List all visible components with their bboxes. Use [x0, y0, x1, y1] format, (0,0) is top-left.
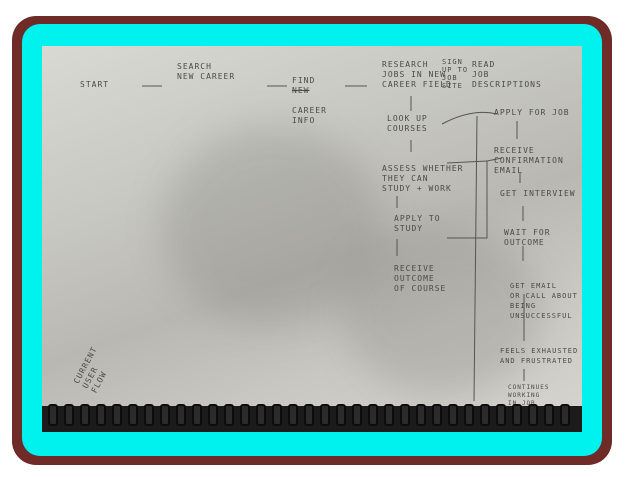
node-start: START	[80, 80, 110, 89]
node-look-up-courses: LOOK UP COURSES	[387, 114, 428, 133]
node-assess-study-work: ASSESS WHETHER THEY CAN STUDY + WORK	[382, 164, 464, 193]
node-wait-for-outcome: WAIT FOR OUTCOME	[504, 228, 551, 247]
node-receive-confirmation-email: RECEIVE CONFIRMATION EMAIL	[494, 146, 564, 175]
node-get-email-unsuccessful: GET EMAIL OR CALL ABOUT BEING UNSUCCESSF…	[510, 282, 578, 320]
node-read-job-descriptions: READ JOB DESCRIPTIONS	[472, 60, 542, 89]
node-apply-to-study: APPLY TO STUDY	[394, 214, 441, 233]
node-research-jobs: RESEARCH JOBS IN NEW CAREER FIELD	[382, 60, 452, 89]
notebook-spiral	[42, 404, 582, 432]
notebook-photo: START SEARCH NEW CAREER FIND NEW CAREER …	[42, 46, 582, 432]
node-find-career-info: FIND NEW CAREER INFO	[292, 66, 327, 126]
node-search-new-career: SEARCH NEW CAREER	[177, 62, 236, 81]
node-apply-for-job: APPLY FOR JOB	[494, 108, 570, 117]
find-info-struck: NEW	[292, 86, 310, 95]
node-feels-exhausted: FEELS EXHAUSTED AND FRUSTRATED	[500, 347, 579, 365]
node-receive-course-outcome: RECEIVE OUTCOME OF COURSE	[394, 264, 447, 293]
find-info-prefix: FIND	[292, 76, 316, 85]
node-get-interview: GET INTERVIEW	[500, 189, 576, 198]
flow-lines	[142, 85, 525, 402]
shadow-blob	[162, 126, 382, 326]
find-info-rest: CAREER INFO	[292, 106, 327, 125]
node-sign-up-job-site: SIGN UP TO JOB SITE	[442, 58, 469, 90]
node-continues-working: CONTINUES WORKING IN JOB	[508, 384, 550, 407]
shadow-blob	[342, 226, 542, 396]
